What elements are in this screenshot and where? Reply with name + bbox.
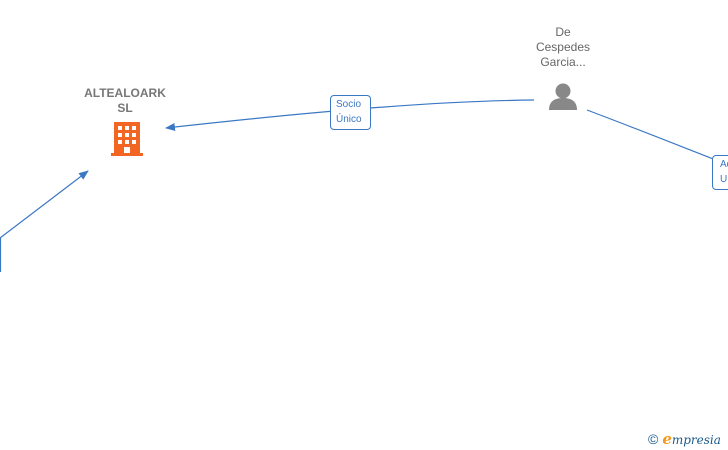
- brand-initial: e: [662, 430, 672, 448]
- edge-label-line2: U: [720, 174, 728, 185]
- copyright-icon: ©: [648, 431, 659, 447]
- edge-label-socio-unico[interactable]: Socio Único: [330, 95, 371, 130]
- person-node-label[interactable]: De Cespedes Garcia...: [518, 25, 608, 70]
- company-node-label[interactable]: ALTEALOARK SL: [70, 86, 180, 116]
- person-name-line1: De: [555, 25, 571, 39]
- company-name-line2: SL: [117, 101, 133, 115]
- person-icon[interactable]: [549, 83, 577, 111]
- building-icon[interactable]: [111, 122, 143, 156]
- brand-name: mpresia: [671, 433, 721, 447]
- edge-label-line2: Único: [336, 114, 362, 125]
- edge-offscreen-to-company: [0, 170, 89, 239]
- person-name-line2: Cespedes: [535, 40, 591, 54]
- edge-label-line1: Ad: [720, 159, 728, 170]
- edge-label-line1: Socio: [336, 99, 362, 110]
- edge-person-to-offscreen: [586, 109, 717, 161]
- empresia-watermark: ©empresia: [648, 430, 728, 448]
- person-name-line3: Garcia...: [540, 55, 586, 69]
- edge-label-administrador[interactable]: Ad U: [712, 155, 728, 190]
- company-name-line1: ALTEALOARK: [84, 86, 166, 100]
